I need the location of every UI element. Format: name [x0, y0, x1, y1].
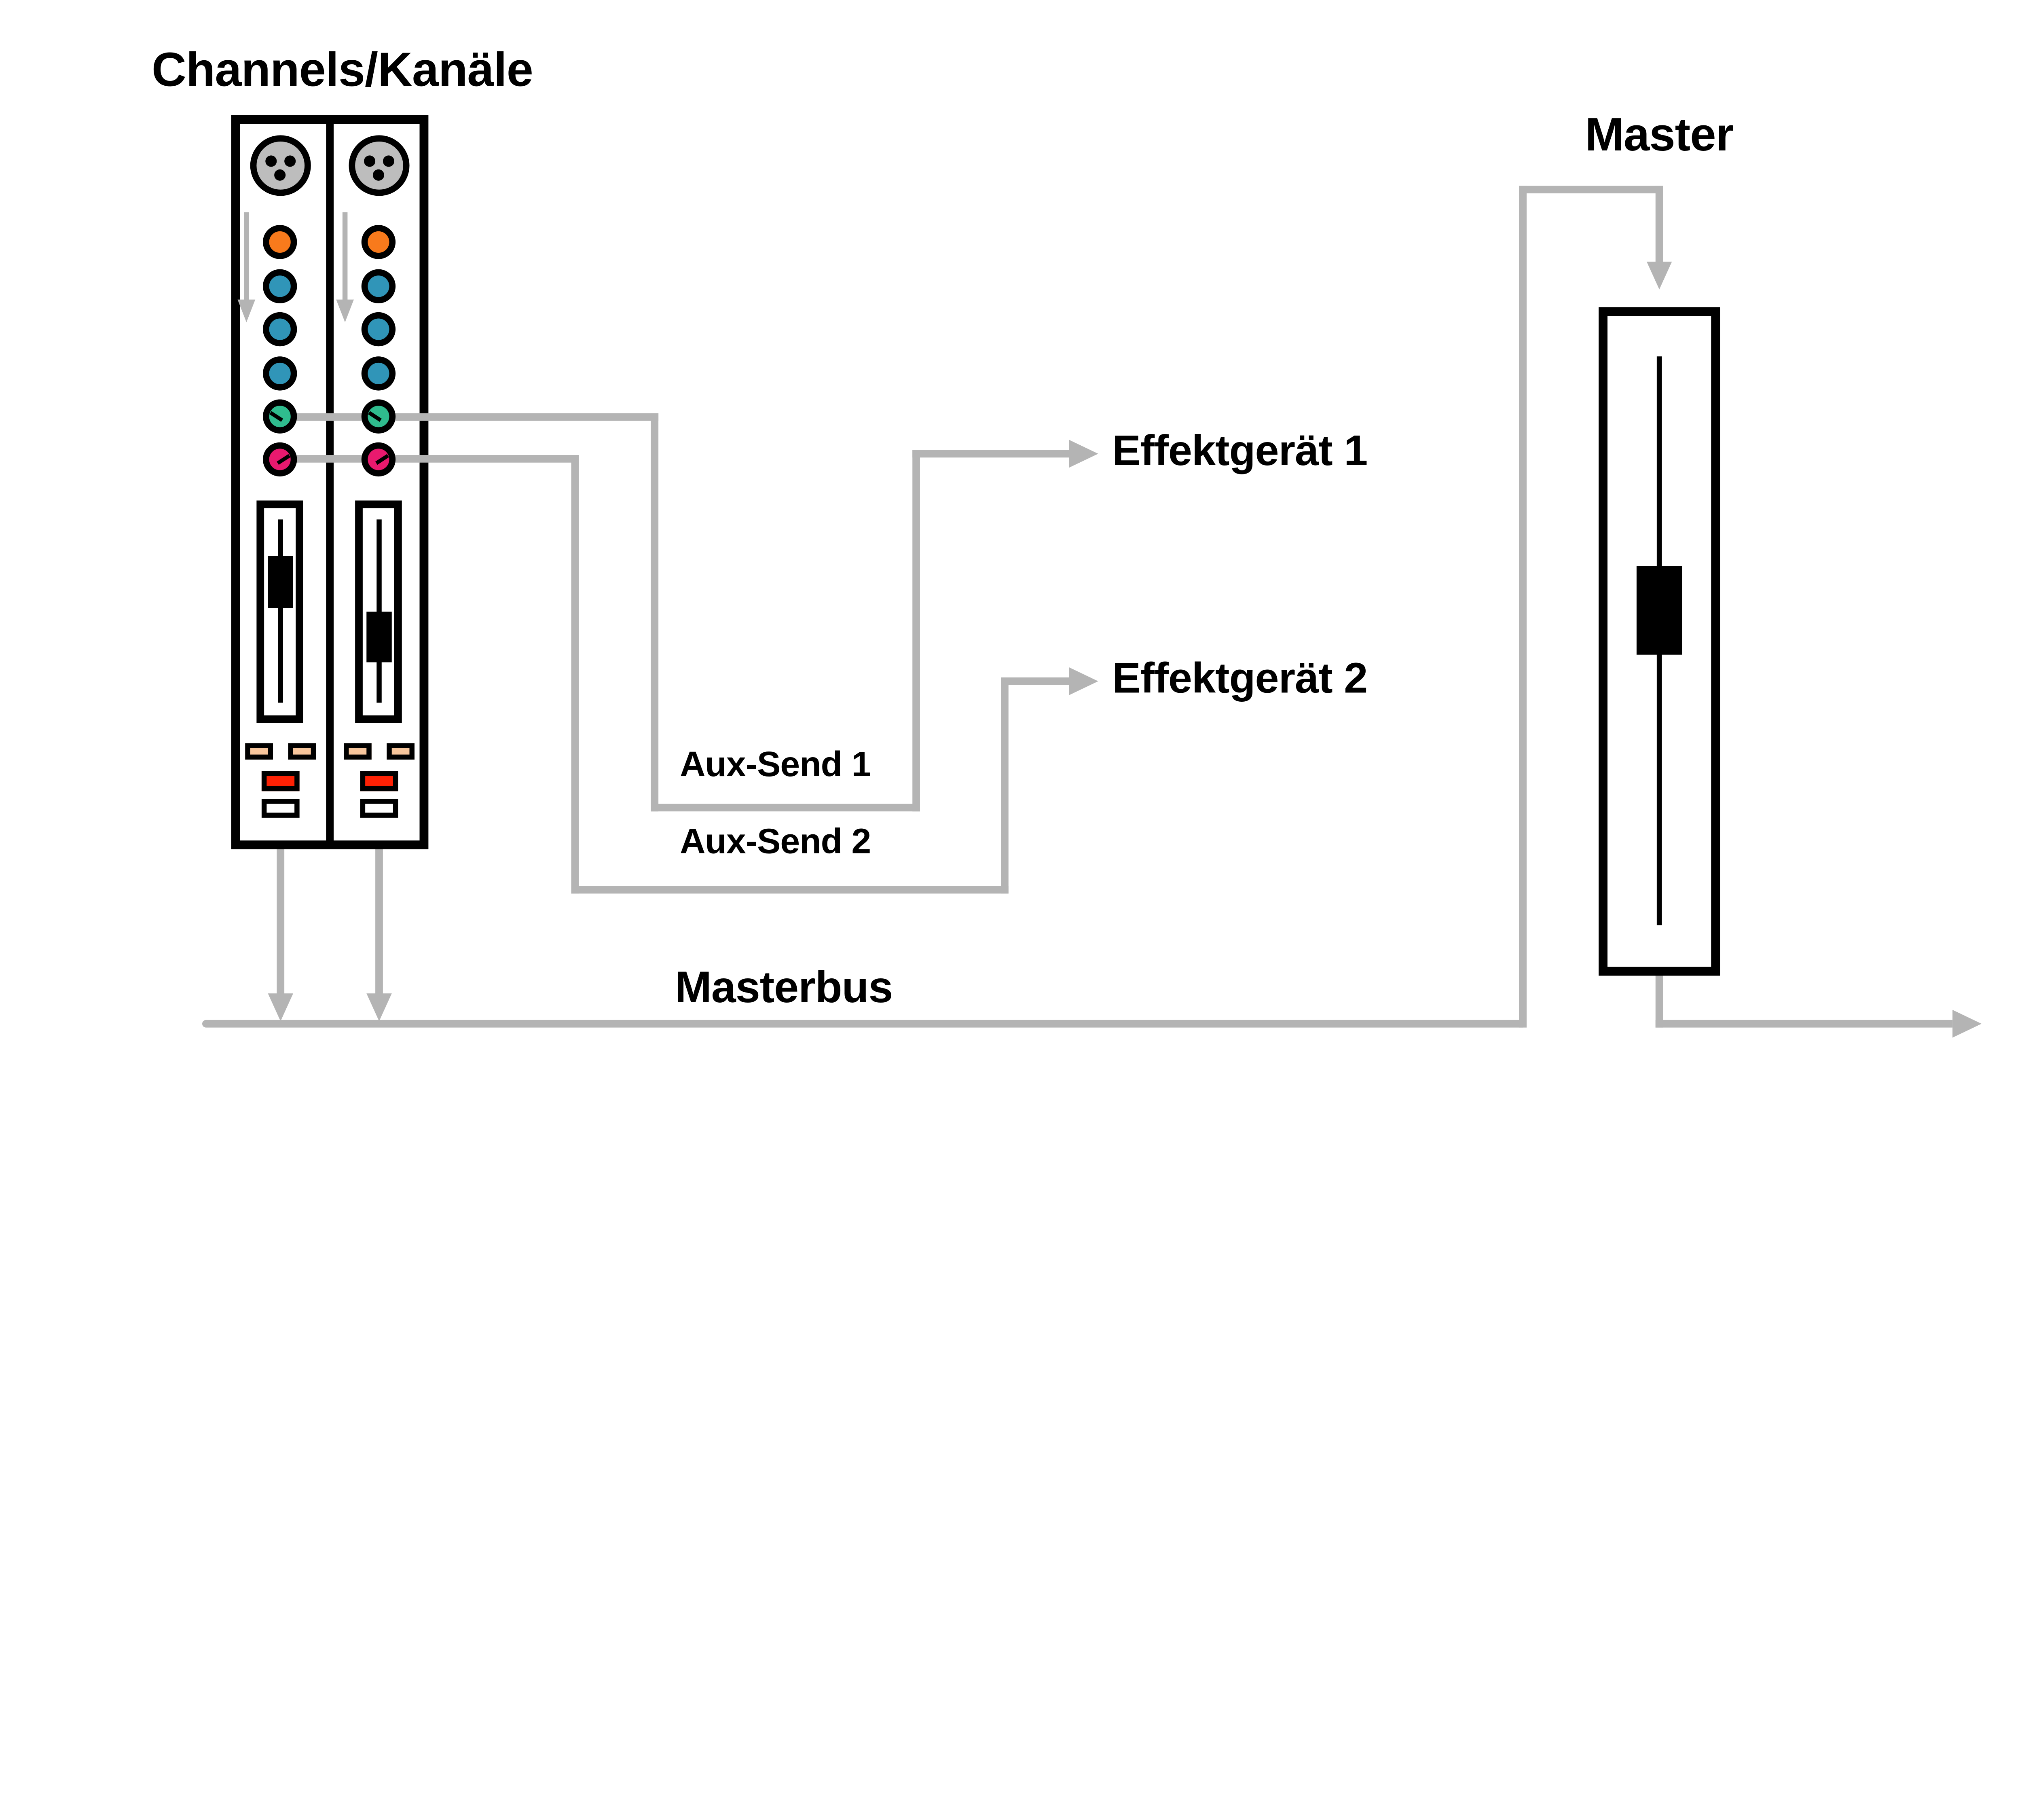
channel1-flow-arrowhead-icon [237, 299, 256, 322]
xlr-pin-icon [284, 155, 296, 167]
channel1-button-peach-2[interactable] [288, 743, 316, 760]
channel2-knob-aux2[interactable] [361, 442, 396, 477]
aux1-arm-line [912, 450, 1069, 458]
channel-strip-divider [326, 115, 334, 849]
master-in-line [1655, 186, 1663, 265]
channel2-knob-eq-mid[interactable] [361, 312, 396, 347]
channel2-knob-eq-low[interactable] [361, 356, 396, 391]
master-in-arrowhead-icon [1646, 261, 1672, 290]
aux1-arrowhead-icon [1069, 440, 1098, 468]
xlr-pin-icon [372, 169, 384, 181]
aux2-knob-row-line [280, 455, 579, 463]
channel2-fader-track [376, 519, 382, 703]
mixer-signal-flow-diagram: Channels/Kanäle [152, 44, 1982, 1038]
channel2-button-peach-1[interactable] [344, 743, 372, 760]
channel1-xlr-connector [250, 135, 311, 196]
knob-pointer-icon [277, 454, 291, 465]
channel2-fader-handle[interactable] [366, 612, 392, 662]
channel1-knob-eq-mid[interactable] [263, 312, 297, 347]
channel1-button-peach-1[interactable] [245, 743, 273, 760]
channel2-xlr-connector [349, 135, 410, 196]
aux1-rise-line [912, 450, 920, 812]
master-label: Master [1585, 108, 1734, 161]
channel1-button-white[interactable] [261, 799, 300, 818]
channel2-button-peach-2[interactable] [387, 743, 415, 760]
aux2-arm-line [1001, 677, 1069, 685]
channel1-output-arrowhead-icon [268, 993, 293, 1021]
aux1-bus-line [651, 804, 920, 812]
channel1-flow-arrow [244, 212, 249, 301]
channel2-output-arrowhead-icon [366, 993, 392, 1021]
channel2-button-white[interactable] [360, 799, 398, 818]
master-riser-line [1519, 186, 1527, 1028]
aux1-knob-row-line [280, 413, 659, 421]
aux2-arrowhead-icon [1069, 667, 1098, 695]
knob-pointer-icon [269, 411, 283, 422]
xlr-pin-icon [265, 155, 277, 167]
channel2-flow-arrowhead-icon [336, 299, 354, 322]
output-arrowhead-icon [1952, 1009, 1982, 1038]
effekt1-label: Effektgerät 1 [1112, 427, 1368, 475]
master-out-vline [1655, 976, 1663, 1028]
channel1-knob-gain[interactable] [263, 225, 297, 259]
channel1-knob-aux2[interactable] [263, 442, 297, 477]
channel1-knob-eq-high[interactable] [263, 269, 297, 303]
channel2-knob-aux1[interactable] [361, 399, 396, 434]
masterbus-label: Masterbus [675, 963, 893, 1013]
channel2-knob-eq-high[interactable] [361, 269, 396, 303]
knob-pointer-icon [368, 411, 382, 422]
channels-title: Channels/Kanäle [152, 44, 533, 97]
effekt2-label: Effektgerät 2 [1112, 654, 1368, 703]
channel2-button-red[interactable] [360, 771, 398, 791]
aux2-bus-line [571, 886, 1009, 894]
channel2-knob-gain[interactable] [361, 225, 396, 259]
aux-send-2-label: Aux-Send 2 [680, 821, 871, 861]
channel1-fader-handle[interactable] [268, 556, 293, 608]
channel1-output-line [277, 849, 285, 996]
masterbus-line [202, 1020, 1527, 1028]
channel2-output-line [375, 849, 383, 996]
channel1-fader-track [278, 519, 283, 703]
aux1-drop-line [651, 413, 659, 812]
channel2-flow-arrow [342, 212, 348, 301]
master-fader-handle[interactable] [1636, 566, 1682, 655]
aux2-rise-line [1001, 677, 1009, 894]
master-out-hline [1655, 1020, 1953, 1028]
channel1-button-red[interactable] [261, 771, 300, 791]
xlr-pin-icon [364, 155, 376, 167]
xlr-pin-icon [383, 155, 394, 167]
master-top-line [1519, 186, 1663, 194]
xlr-pin-icon [274, 169, 286, 181]
channel1-knob-aux1[interactable] [263, 399, 297, 434]
knob-pointer-icon [375, 454, 389, 465]
aux2-drop-line [571, 455, 579, 894]
channel1-knob-eq-low[interactable] [263, 356, 297, 391]
aux-send-1-label: Aux-Send 1 [680, 744, 871, 784]
